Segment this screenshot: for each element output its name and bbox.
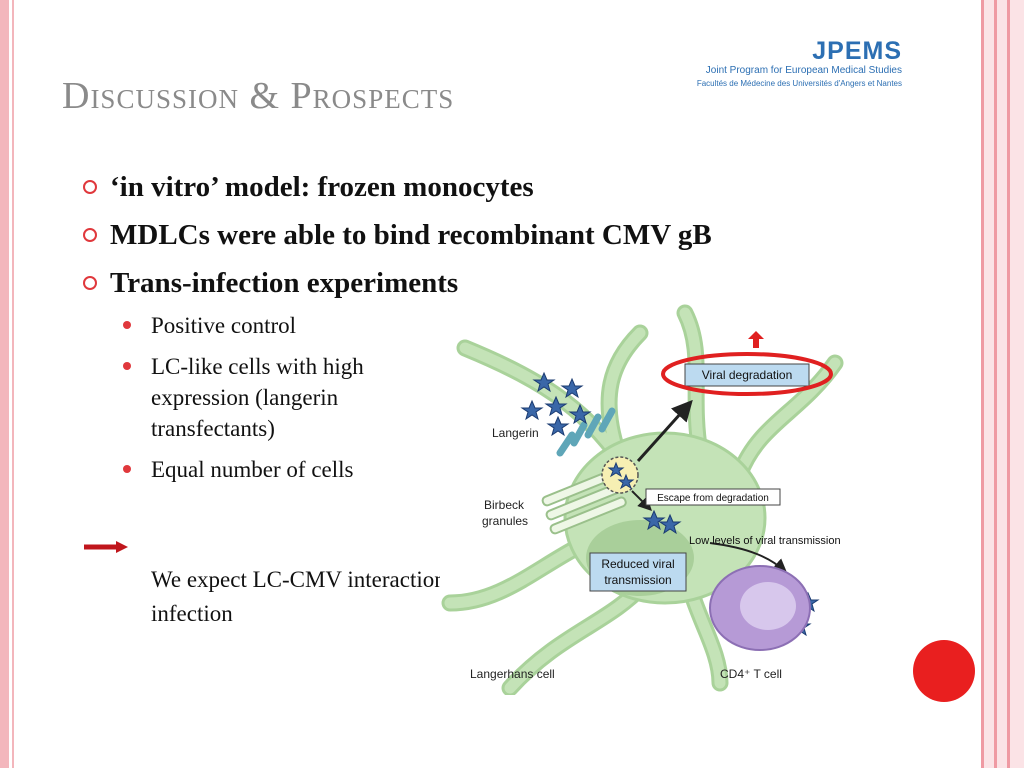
right-border-line — [981, 0, 984, 768]
reduced-transmission-box — [589, 552, 687, 592]
right-border-line — [1007, 0, 1010, 768]
escape-label: Escape from degradation — [657, 493, 769, 504]
bullet-text: MDLCs were able to bind recombinant CMV … — [110, 219, 712, 251]
bullet-marker — [83, 276, 97, 290]
sub-bullet-text: Positive control — [151, 313, 297, 338]
reduced-label-2: transmission — [604, 573, 671, 587]
bullet-marker — [83, 180, 97, 194]
bullet-item: ‘in vitro’ model: frozen monocytes — [80, 168, 900, 206]
sub-bullet-item: Positive control — [80, 310, 900, 341]
sub-bullet-marker — [123, 321, 131, 329]
sub-bullet-text: LC-like cells with high expression (lang… — [151, 354, 364, 441]
logo-name: JPEMS — [812, 37, 902, 65]
arrow-to-tcell — [709, 542, 788, 573]
sub-bullet-marker — [123, 465, 131, 473]
bullet-item: Trans-infection experiments — [80, 264, 900, 302]
bullet-list: ‘in vitro’ model: frozen monocytes MDLCs… — [80, 168, 900, 495]
low-levels-label: Low levels of viral transmission — [689, 535, 841, 547]
bullet-text: ‘in vitro’ model: frozen monocytes — [110, 171, 534, 203]
highlight-ellipse — [661, 352, 833, 396]
conclusion-arrow-icon — [84, 541, 128, 553]
bullet-text: Trans-infection experiments — [110, 267, 459, 299]
viral-degradation-label: Viral degradation — [702, 368, 793, 382]
right-border-band — [982, 0, 1024, 768]
langerin-receptors-icon — [556, 407, 616, 457]
langerhans-cell-diagram: Viral degradation Escape from degradatio… — [440, 303, 872, 695]
right-border-line — [994, 0, 997, 768]
viral-degradation-box — [684, 363, 810, 387]
arrow-to-degradation — [636, 399, 693, 463]
logo-subtitle: Joint Program for European Medical Studi… — [705, 65, 902, 76]
t-cell-nucleus — [740, 582, 796, 630]
left-border-line — [12, 0, 14, 768]
sub-bullet-marker — [123, 362, 131, 370]
granules-label: granules — [482, 514, 528, 528]
up-arrow-icon — [748, 331, 764, 348]
bullet-marker — [83, 228, 97, 242]
birbeck-label: Birbeck — [484, 498, 525, 512]
reduced-label-1: Reduced viral — [601, 557, 674, 571]
jpems-logo: JPEMS Joint Program for European Medical… — [697, 38, 902, 90]
langerin-label: Langerin — [492, 426, 539, 440]
langerhans-label: Langerhans cell — [470, 667, 555, 681]
sub-bullet-item: Equal number of cells — [80, 454, 900, 485]
sub-bullet-item: LC-like cells with high expression (lang… — [80, 351, 431, 444]
slide-title: Discussion & Prospects — [62, 75, 455, 117]
left-border-band — [0, 0, 9, 768]
escape-box — [645, 488, 781, 506]
cd4-label: CD4⁺ T cell — [720, 667, 782, 681]
arrow-to-escape — [631, 490, 652, 511]
logo-subtitle-2: Facultés de Médecine des Universités d'A… — [696, 79, 902, 88]
sub-bullet-text: Equal number of cells — [151, 457, 354, 482]
red-circle-marker — [913, 640, 975, 702]
bullet-item: MDLCs were able to bind recombinant CMV … — [80, 216, 910, 254]
